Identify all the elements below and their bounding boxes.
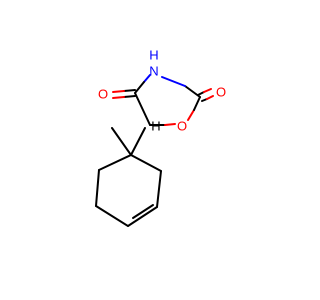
atom-n3-label: N <box>149 64 158 79</box>
bond-c2-carbonyl-2-hetero <box>206 95 214 100</box>
bond-c2-carbonyl-1-hetero <box>203 88 212 93</box>
bond-quaternary-methyl <box>111 127 132 156</box>
bond-c2-n3-hetero <box>161 76 186 87</box>
bond-ring-5 <box>156 170 162 208</box>
atom-c5-hydrogen-label: H <box>151 119 160 134</box>
bond-ring-1 <box>98 154 132 171</box>
atom-c2-carbonyl-oxygen-label: O <box>216 85 226 100</box>
bond-c4-carbonyl-1 <box>123 89 136 92</box>
bond-c4-carbonyl-1-hetero <box>112 90 125 93</box>
bond-o1-c2 <box>193 96 201 111</box>
bond-ring-3 <box>95 205 129 227</box>
atom-c4-carbonyl-oxygen-label: O <box>98 87 108 102</box>
bond-ring-4 <box>127 206 158 227</box>
molecule-structure-diagram: H N O O O H <box>95 48 226 227</box>
bond-ring-double-inner <box>132 204 154 219</box>
bond-n3-c4 <box>134 81 145 94</box>
bond-ring-6 <box>130 154 162 172</box>
bond-c4-carbonyl-2-hetero <box>112 96 125 99</box>
bond-c5-quaternary <box>130 127 146 156</box>
bond-c4-carbonyl-2 <box>123 95 136 98</box>
bond-c2-carbonyl-1 <box>197 91 205 96</box>
bond-n3-c4-hetero <box>143 74 151 83</box>
atom-nh-hydrogen-label: H <box>149 48 158 63</box>
bond-o1-c2-hetero <box>187 109 195 121</box>
bond-c4-c5 <box>134 92 151 126</box>
bond-ring-2 <box>95 169 100 207</box>
bond-c5-o1-hetero <box>164 123 176 126</box>
atom-ring-oxygen-label: O <box>177 119 187 134</box>
